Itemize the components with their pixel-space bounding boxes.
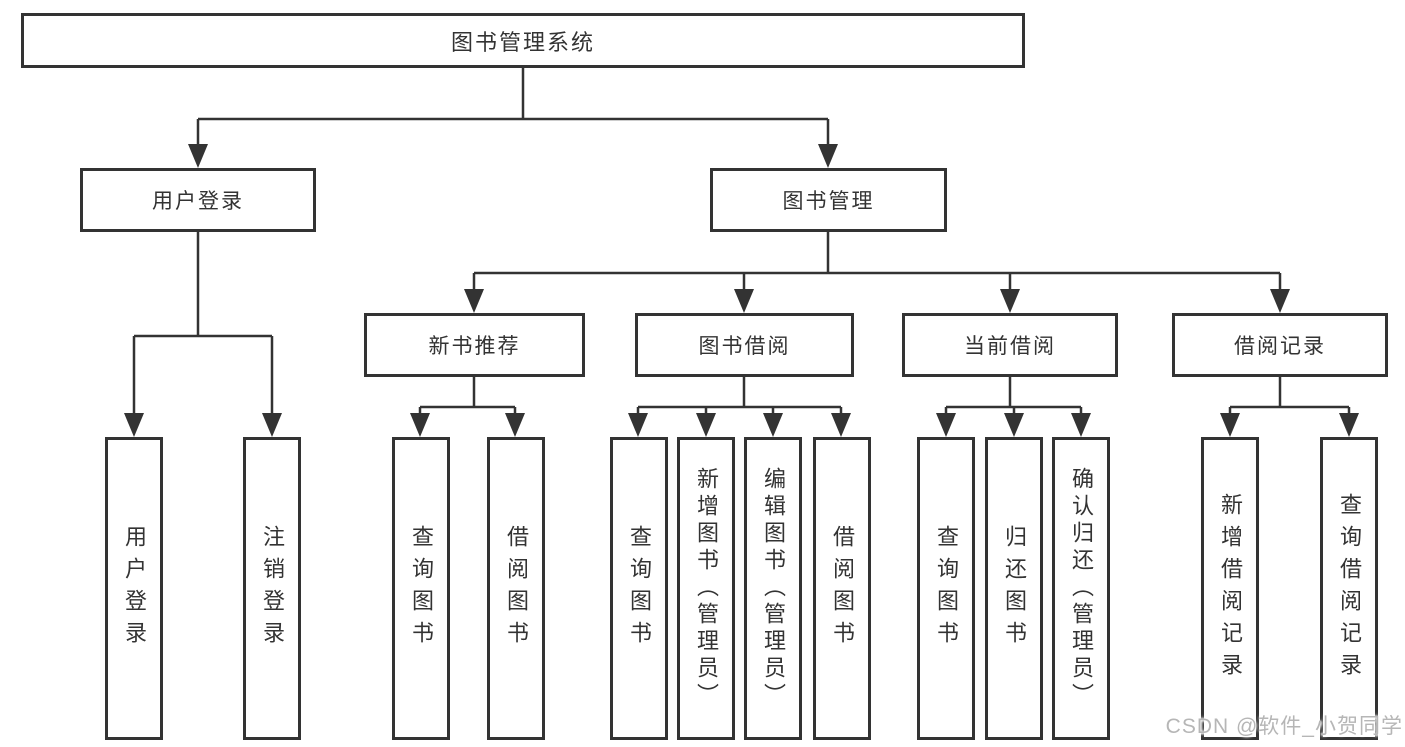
- leaf-borrow-books-recommend: 借阅图书: [487, 437, 545, 740]
- leaf-query-books-borrowing: 查询图书: [610, 437, 668, 740]
- leaf-return-book: 归还图书: [985, 437, 1043, 740]
- leaf-query-borrow-record: 查询借阅记录: [1320, 437, 1378, 740]
- leaf-confirm-return-admin: 确认归还（管理员）: [1052, 437, 1110, 740]
- node-label: 借阅图书: [504, 524, 529, 653]
- node-book-borrowing: 图书借阅: [635, 313, 854, 377]
- csdn-watermark: CSDN @软件_小贺同学: [1165, 715, 1403, 738]
- node-new-book-recommend: 新书推荐: [364, 313, 585, 377]
- node-label: 借阅记录: [1234, 335, 1326, 358]
- node-current-borrowing: 当前借阅: [902, 313, 1118, 377]
- node-label: 图书管理: [782, 190, 875, 213]
- leaf-borrow-books-borrowing: 借阅图书: [813, 437, 871, 740]
- node-label: 查询图书: [409, 524, 434, 653]
- node-label: 编辑图书（管理员）: [761, 467, 786, 710]
- node-label: 归还图书: [1002, 524, 1027, 653]
- node-label: 新增借阅记录: [1218, 492, 1243, 685]
- node-book-management: 图书管理: [710, 168, 947, 232]
- leaf-add-book-admin: 新增图书（管理员）: [677, 437, 735, 740]
- node-system-root: 图书管理系统: [21, 13, 1025, 68]
- node-label: 用户登录: [152, 190, 244, 213]
- node-label: 新增图书（管理员）: [694, 467, 719, 710]
- node-label: 查询图书: [627, 524, 652, 653]
- node-label: 用户登录: [122, 524, 147, 653]
- arrowheads: [124, 144, 1359, 437]
- node-label: 新书推荐: [428, 335, 521, 358]
- node-label: 图书借阅: [698, 335, 791, 358]
- leaf-query-books-current: 查询图书: [917, 437, 975, 740]
- node-label: 注销登录: [260, 524, 285, 653]
- node-label: 当前借阅: [964, 335, 1056, 358]
- leaf-add-borrow-record: 新增借阅记录: [1201, 437, 1259, 740]
- leaf-user-login: 用户登录: [105, 437, 163, 740]
- node-label: 查询借阅记录: [1337, 492, 1362, 685]
- leaf-edit-book-admin: 编辑图书（管理员）: [744, 437, 802, 740]
- leaf-logout: 注销登录: [243, 437, 301, 740]
- leaf-query-books-recommend: 查询图书: [392, 437, 450, 740]
- node-user-login: 用户登录: [80, 168, 316, 232]
- node-label: 查询图书: [934, 524, 959, 653]
- node-label: 借阅图书: [830, 524, 855, 653]
- node-label: 图书管理系统: [450, 29, 595, 55]
- node-borrow-records: 借阅记录: [1172, 313, 1388, 377]
- node-label: 确认归还（管理员）: [1069, 467, 1094, 710]
